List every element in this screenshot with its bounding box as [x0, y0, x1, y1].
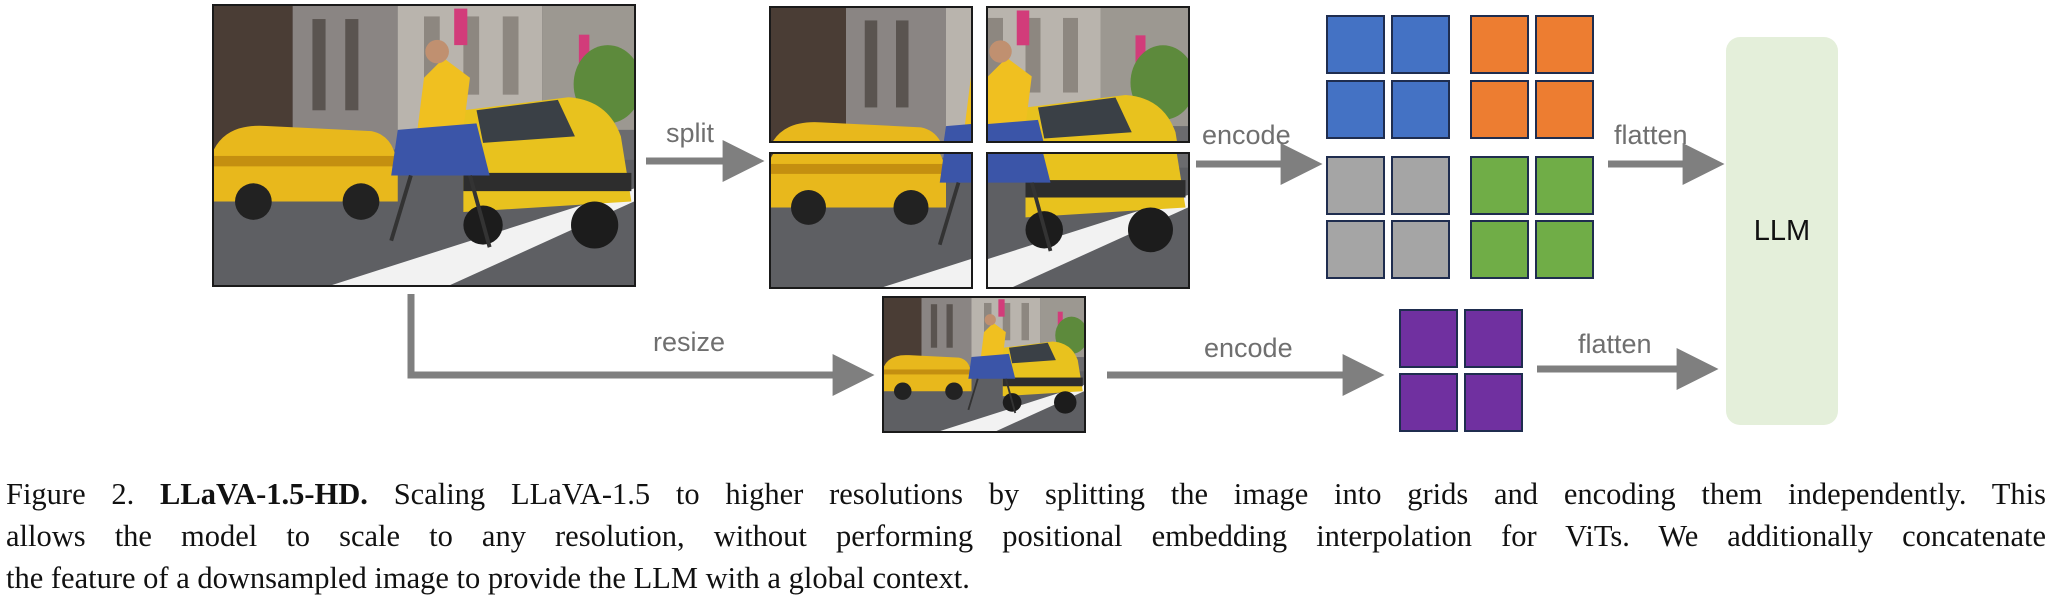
token-cell [1326, 220, 1385, 279]
resize-arrow [407, 294, 875, 396]
token-grid-blue [1326, 15, 1450, 139]
token-cell [1470, 80, 1529, 139]
flatten-bottom-label: flatten [1578, 329, 1652, 359]
caption-prefix: Figure 2. [6, 477, 161, 511]
street-scene-crop-icon [771, 154, 971, 287]
token-cell [1535, 15, 1594, 74]
caption-title: LLaVA-1.5-HD. [160, 477, 368, 511]
token-cell [1399, 309, 1458, 368]
figure-caption: Figure 2. LLaVA-1.5-HD. Scaling LLaVA-1.… [6, 473, 2046, 599]
token-cell [1391, 15, 1450, 74]
caption-line-2: allows the model to scale to any resolut… [6, 519, 2046, 553]
encode-bottom-label: encode [1204, 333, 1293, 363]
llm-label: LLM [1753, 214, 1811, 247]
token-cell [1326, 15, 1385, 74]
token-cell [1464, 309, 1523, 368]
token-cell [1464, 373, 1523, 432]
token-cell [1470, 220, 1529, 279]
encode-top-label: encode [1202, 120, 1291, 150]
token-grid-gray [1326, 156, 1450, 279]
token-cell [1326, 80, 1385, 139]
token-cell [1399, 373, 1458, 432]
split-label: split [666, 118, 715, 148]
token-cell [1535, 80, 1594, 139]
split-tile-bottom-right [986, 152, 1190, 289]
split-tile-top-left [769, 6, 973, 143]
street-scene-crop-icon [988, 8, 1188, 141]
original-image [212, 4, 636, 287]
resized-image [882, 296, 1086, 433]
token-cell [1326, 156, 1385, 215]
street-scene-icon [214, 6, 634, 285]
caption-line-3: the feature of a downsampled image to pr… [6, 561, 970, 595]
token-cell [1535, 220, 1594, 279]
split-tile-bottom-left [769, 152, 973, 289]
flatten-top-label: flatten [1614, 120, 1688, 150]
token-cell [1470, 156, 1529, 215]
token-grid-orange [1470, 15, 1594, 139]
token-cell [1391, 80, 1450, 139]
token-cell [1535, 156, 1594, 215]
street-scene-icon [884, 298, 1084, 431]
resize-label: resize [653, 327, 726, 357]
token-cell [1470, 15, 1529, 74]
token-grid-purple [1399, 309, 1523, 432]
token-cell [1391, 220, 1450, 279]
street-scene-crop-icon [771, 8, 971, 141]
split-tile-top-right [986, 6, 1190, 143]
llm-block: LLM [1726, 37, 1838, 425]
caption-line-1: Figure 2. LLaVA-1.5-HD. Scaling LLaVA-1.… [6, 473, 2046, 515]
token-cell [1391, 156, 1450, 215]
caption-line-1-text: Scaling LLaVA-1.5 to higher resolutions … [367, 477, 2046, 511]
street-scene-crop-icon [988, 154, 1188, 287]
token-grid-green [1470, 156, 1594, 279]
